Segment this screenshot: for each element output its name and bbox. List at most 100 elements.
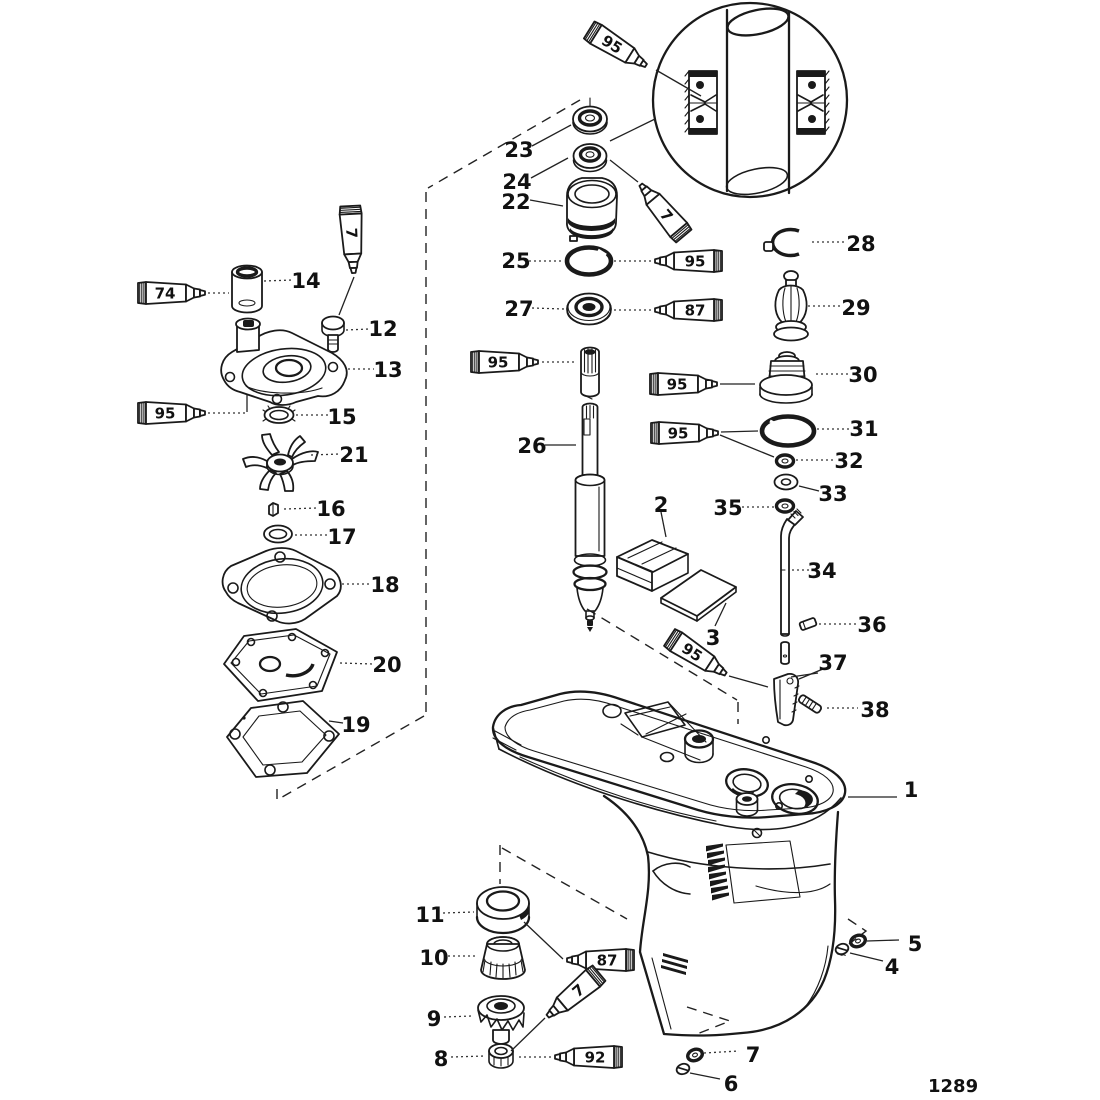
part-callout-26: 26 (517, 434, 546, 458)
sealant-tube: 95 (654, 249, 723, 273)
alignment-dashed-lines (276, 99, 868, 1035)
sealant-tube: 95 (650, 421, 719, 445)
part-13-water-pump-housing (220, 317, 348, 406)
part-36-pin (798, 617, 818, 631)
part-26-driveshaft (572, 346, 608, 632)
sealant-tube: 95 (663, 628, 728, 677)
part-18-gasket (221, 547, 342, 625)
part-callout-6: 6 (724, 1072, 739, 1096)
sealant-tube: 95 (582, 20, 648, 68)
part-30-threaded-plug (759, 351, 813, 404)
sealant-tube-label: 87 (685, 301, 706, 319)
part-28-retaining-clip (763, 227, 800, 258)
sealant-tube: 87 (566, 948, 635, 972)
part-callout-19: 19 (341, 713, 370, 737)
sealant-tube: 92 (554, 1045, 623, 1069)
seal-stack-right (796, 70, 830, 135)
sealant-tube-label: 95 (488, 353, 509, 371)
part-callout-7: 7 (746, 1043, 761, 1067)
part-14-bushing (231, 264, 263, 314)
part-17-seal-ring (263, 524, 293, 544)
part-callout-14: 14 (291, 269, 320, 293)
part-5-washer (849, 933, 867, 949)
part-1-gearcase-housing (491, 690, 847, 1037)
part-19-gasket (226, 700, 340, 778)
part-31-o-ring (759, 414, 817, 448)
part-12-bolt (321, 315, 345, 353)
part-11-bearing-race (475, 886, 531, 935)
part-callout-33: 33 (818, 482, 847, 506)
part-callout-28: 28 (846, 232, 875, 256)
part-callout-8: 8 (434, 1047, 449, 1071)
part-21-impeller (242, 433, 319, 492)
part-callout-2: 2 (654, 493, 669, 517)
seal-stack-left (684, 70, 718, 135)
part-callout-10: 10 (419, 946, 448, 970)
part-callout-13: 13 (373, 358, 402, 382)
sealant-tube: 74 (137, 281, 206, 305)
part-15-seal-ring (262, 405, 296, 424)
part-callout-17: 17 (327, 525, 356, 549)
part-callout-27: 27 (504, 297, 533, 321)
part-22-seal-carrier (566, 177, 618, 242)
part-33-washer (773, 473, 799, 491)
part-3-shim-plate (660, 569, 737, 622)
part-callout-20: 20 (372, 653, 401, 677)
part-27-ball-bearing (566, 292, 612, 326)
part-6-vent-screw (675, 1062, 691, 1076)
part-20-face-plate (223, 628, 338, 702)
sealant-tube-label: 95 (668, 424, 689, 442)
part-38-pin (798, 694, 822, 714)
part-callout-24: 24 (502, 170, 531, 194)
part-32-seal-ring (774, 453, 796, 469)
part-callout-5: 5 (908, 932, 923, 956)
part-callout-32: 32 (834, 449, 863, 473)
sealant-tube-label: 74 (155, 284, 176, 302)
part-callout-36: 36 (857, 613, 886, 637)
part-10-tapered-bearing (480, 936, 526, 980)
sealant-tube: 7 (638, 182, 693, 244)
part-9-pinion-gear (477, 995, 525, 1045)
part-callout-15: 15 (327, 405, 356, 429)
sealant-tube: 95 (137, 401, 206, 425)
shaft-cross-section (725, 7, 791, 196)
part-29-relief-valve (773, 270, 809, 342)
part-35-seal-ring (774, 498, 796, 514)
part-callout-23: 23 (504, 138, 533, 162)
sealant-tube-label: 95 (667, 375, 688, 393)
sealant-tube-label: 92 (585, 1048, 606, 1066)
part-callout-37: 37 (818, 651, 847, 675)
sealant-tube: 95 (649, 372, 718, 396)
part-callout-16: 16 (316, 497, 345, 521)
part-34-water-tube (780, 508, 804, 665)
part-16-impeller-key (268, 502, 279, 517)
seal-detail-inset (609, 1, 849, 199)
part-callout-4: 4 (885, 955, 900, 979)
part-2-shim-channel (616, 539, 689, 592)
part-callout-38: 38 (860, 698, 889, 722)
sealant-tube-label: 95 (685, 252, 706, 270)
part-callout-30: 30 (848, 363, 877, 387)
part-25-o-ring (564, 245, 614, 277)
part-callout-11: 11 (415, 903, 444, 927)
sealant-tube: 7 (338, 204, 363, 274)
part-8-pinion-nut (488, 1043, 514, 1069)
part-callout-29: 29 (841, 296, 870, 320)
sealant-tube: 7 (545, 964, 607, 1019)
part-24-oil-seal (572, 143, 608, 173)
figure-number: 1289 (928, 1076, 978, 1097)
part-callout-1: 1 (904, 778, 919, 802)
part-4-drain-screw (834, 942, 850, 956)
part-callout-31: 31 (849, 417, 878, 441)
sealant-tube-label: 87 (597, 951, 618, 969)
part-callout-25: 25 (501, 249, 530, 273)
part-callout-3: 3 (706, 626, 721, 650)
sealant-tube: 87 (654, 298, 723, 322)
part-7-vent-washer (686, 1047, 704, 1063)
sealant-tube-label: 95 (155, 404, 176, 422)
part-callout-22: 22 (501, 190, 530, 214)
part-callout-18: 18 (370, 573, 399, 597)
part-37-anode-bracket (773, 672, 800, 727)
part-callout-21: 21 (339, 443, 368, 467)
sealant-tube: 95 (470, 350, 539, 374)
